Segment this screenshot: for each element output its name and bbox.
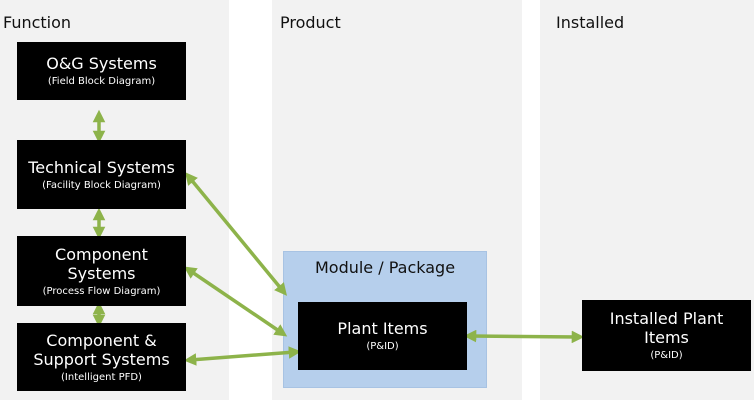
plant-items-title: Plant Items: [337, 319, 428, 338]
component-support-title-line2: Support Systems: [33, 349, 170, 369]
installed-plant-items-box: Installed Plant Items (P&ID): [582, 300, 751, 371]
component-systems-title-line2: Systems: [67, 263, 136, 283]
installed-plant-items-title-line2: Items: [644, 328, 689, 347]
component-systems-box: Component Systems (Process Flow Diagram): [17, 236, 186, 306]
og-systems-subtitle: (Field Block Diagram): [47, 76, 156, 87]
og-systems-title: O&G Systems: [46, 54, 157, 73]
installed-plant-items-subtitle: (P&ID): [650, 350, 683, 361]
arrow-technical-plantitems: [184, 172, 288, 296]
arrow-component-plantitems: [183, 266, 288, 337]
installed-column-title: Installed: [556, 13, 625, 32]
component-systems-subtitle: (Process Flow Diagram): [42, 285, 161, 297]
component-systems-title-line1: Component: [55, 244, 148, 264]
technical-systems-title: Technical Systems: [28, 157, 175, 177]
module-package-title: Module / Package: [314, 258, 456, 277]
component-support-subtitle: (Intelligent PFD): [61, 371, 142, 383]
installed-plant-items-title-line1: Installed Plant: [609, 309, 724, 328]
component-support-title-line1: Component &: [46, 330, 157, 350]
component-support-systems-box: Component & Support Systems (Intelligent…: [17, 323, 186, 391]
technical-systems-box: Technical Systems (Facility Block Diagra…: [17, 140, 186, 209]
plant-items-box: Plant Items (P&ID): [298, 302, 467, 370]
product-column-title: Product: [280, 13, 341, 32]
arrow-plantitems-installed: [463, 329, 585, 344]
og-systems-box: O&G Systems (Field Block Diagram): [17, 42, 186, 100]
plant-items-subtitle: (P&ID): [366, 341, 399, 352]
technical-systems-subtitle: (Facility Block Diagram): [42, 179, 161, 191]
function-column-title: Function: [3, 13, 72, 32]
arrow-support-plantitems: [183, 346, 302, 366]
